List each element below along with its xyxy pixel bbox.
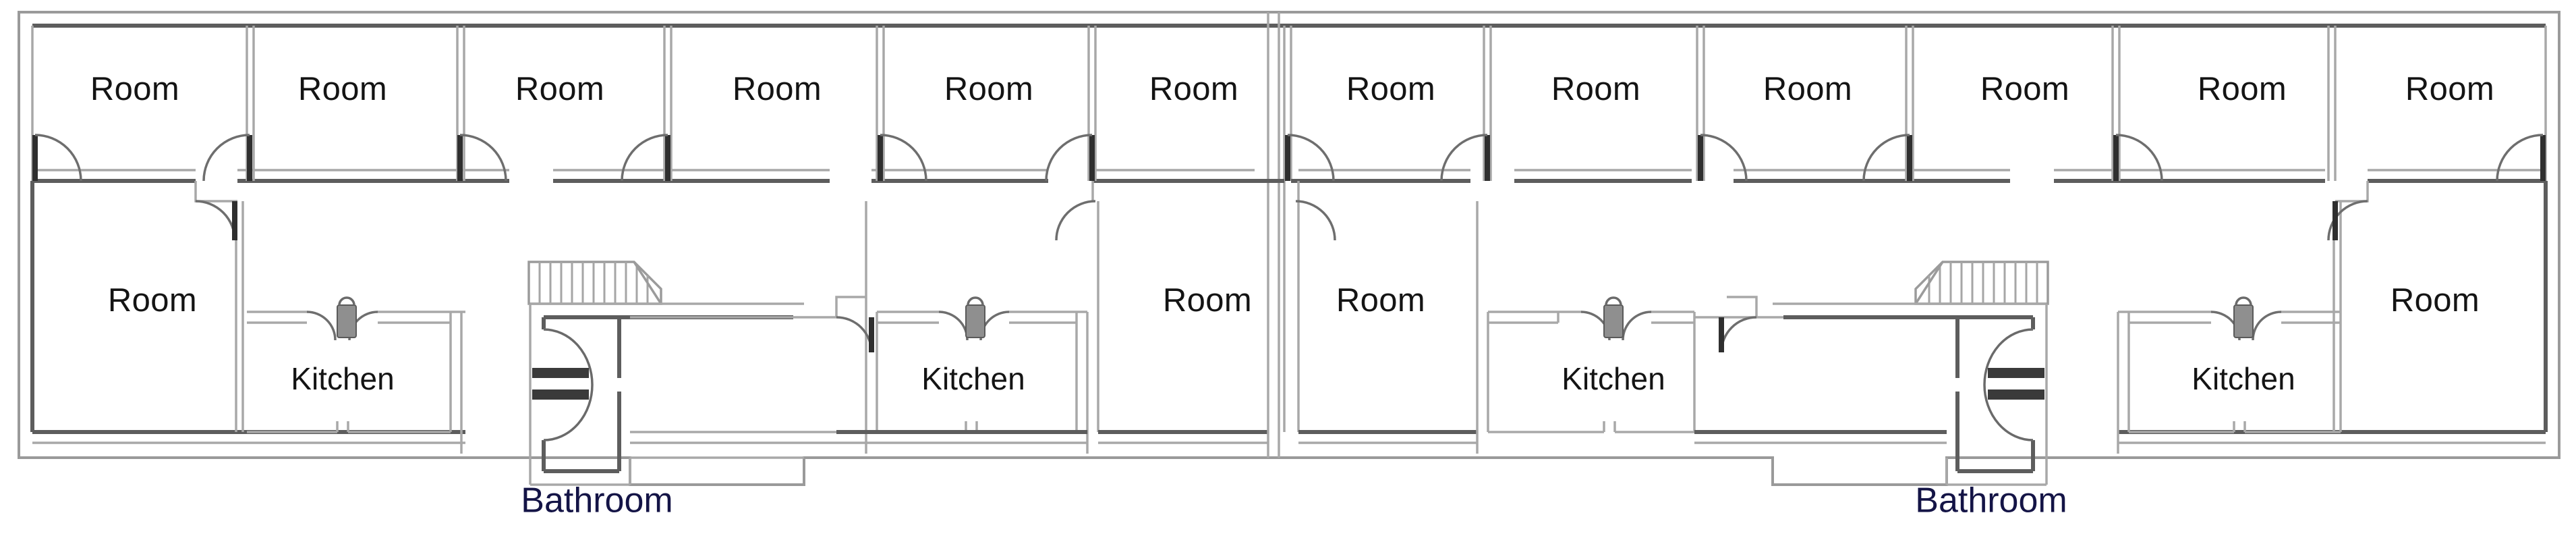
stove-icon-4 — [2233, 296, 2254, 338]
unit-4 — [2117, 181, 2548, 454]
room-label-t8: Room — [1551, 71, 1640, 107]
stove-icon-1 — [337, 296, 357, 338]
door-room-t11 — [2113, 134, 2163, 182]
door-room-t12 — [2496, 134, 2546, 182]
room-label-b4: Room — [2391, 282, 2480, 319]
bottom-room-labels: Room Room Room Room — [108, 282, 2480, 319]
top-room-doors — [32, 134, 2546, 182]
unit-1 — [30, 181, 465, 454]
bathroom-2-fixtures — [1988, 368, 2044, 400]
room-label-t5: Room — [944, 71, 1033, 107]
room-label-t6: Room — [1149, 71, 1238, 107]
room-label-t10: Room — [1980, 71, 2069, 107]
room-label-b3: Room — [1336, 282, 1425, 319]
stairs-bath-unit-4 — [1773, 261, 2049, 486]
door-room-t8 — [1440, 134, 1490, 182]
door-room-t5 — [878, 134, 927, 182]
kitchen-label-3: Kitchen — [1562, 361, 1665, 396]
room-label-t11: Room — [2198, 71, 2287, 107]
room-label-t3: Room — [515, 71, 604, 107]
top-room-labels: Room Room Room Room Room Room Room Room … — [90, 71, 2494, 107]
room-label-t12: Room — [2405, 71, 2494, 107]
stairs-1 — [527, 261, 662, 305]
bathroom-2-box — [1773, 302, 2048, 486]
unit-3 — [1295, 181, 1947, 454]
door-room-t3 — [457, 134, 507, 182]
kitchen-label-1: Kitchen — [291, 361, 394, 396]
stairs-bath-unit-1 — [527, 261, 836, 486]
building-outline — [18, 11, 2560, 486]
kitchen-label-4: Kitchen — [2192, 361, 2295, 396]
bathroom-label-2: Bathroom — [1915, 481, 2067, 520]
door-room-t9 — [1698, 134, 1748, 182]
room-label-t2: Room — [298, 71, 387, 107]
central-party-wall — [1255, 12, 1322, 458]
stove-icon-3 — [1603, 296, 1624, 338]
kitchen-labels: Kitchen Kitchen Kitchen Kitchen — [291, 361, 2295, 396]
stove-icon-2 — [965, 296, 985, 338]
bathroom-1-fixtures — [532, 368, 589, 400]
unit-2 — [835, 181, 1268, 454]
room-label-b2: Room — [1163, 282, 1252, 319]
room-label-t9: Room — [1763, 71, 1852, 107]
door-room-t2 — [202, 134, 252, 182]
kitchen-3-box — [1476, 201, 1696, 454]
room-label-b1: Room — [108, 282, 197, 319]
bathroom-labels: Bathroom Bathroom — [521, 481, 2067, 520]
room-label-t4: Room — [733, 71, 822, 107]
room-label-t1: Room — [90, 71, 179, 107]
door-room-t6 — [1045, 134, 1095, 182]
door-room-t4 — [621, 134, 670, 182]
top-row-walls — [32, 24, 2546, 183]
kitchen-4-box — [2117, 311, 2341, 454]
room-label-t7: Room — [1346, 71, 1435, 107]
kitchen-1-box — [247, 311, 465, 454]
door-room-t10 — [1862, 134, 1912, 182]
kitchen-label-2: Kitchen — [921, 361, 1025, 396]
stairs-2 — [1914, 261, 2049, 305]
bathroom-label-1: Bathroom — [521, 481, 672, 520]
door-room-t1 — [32, 134, 82, 182]
door-room-t7 — [1285, 134, 1335, 182]
